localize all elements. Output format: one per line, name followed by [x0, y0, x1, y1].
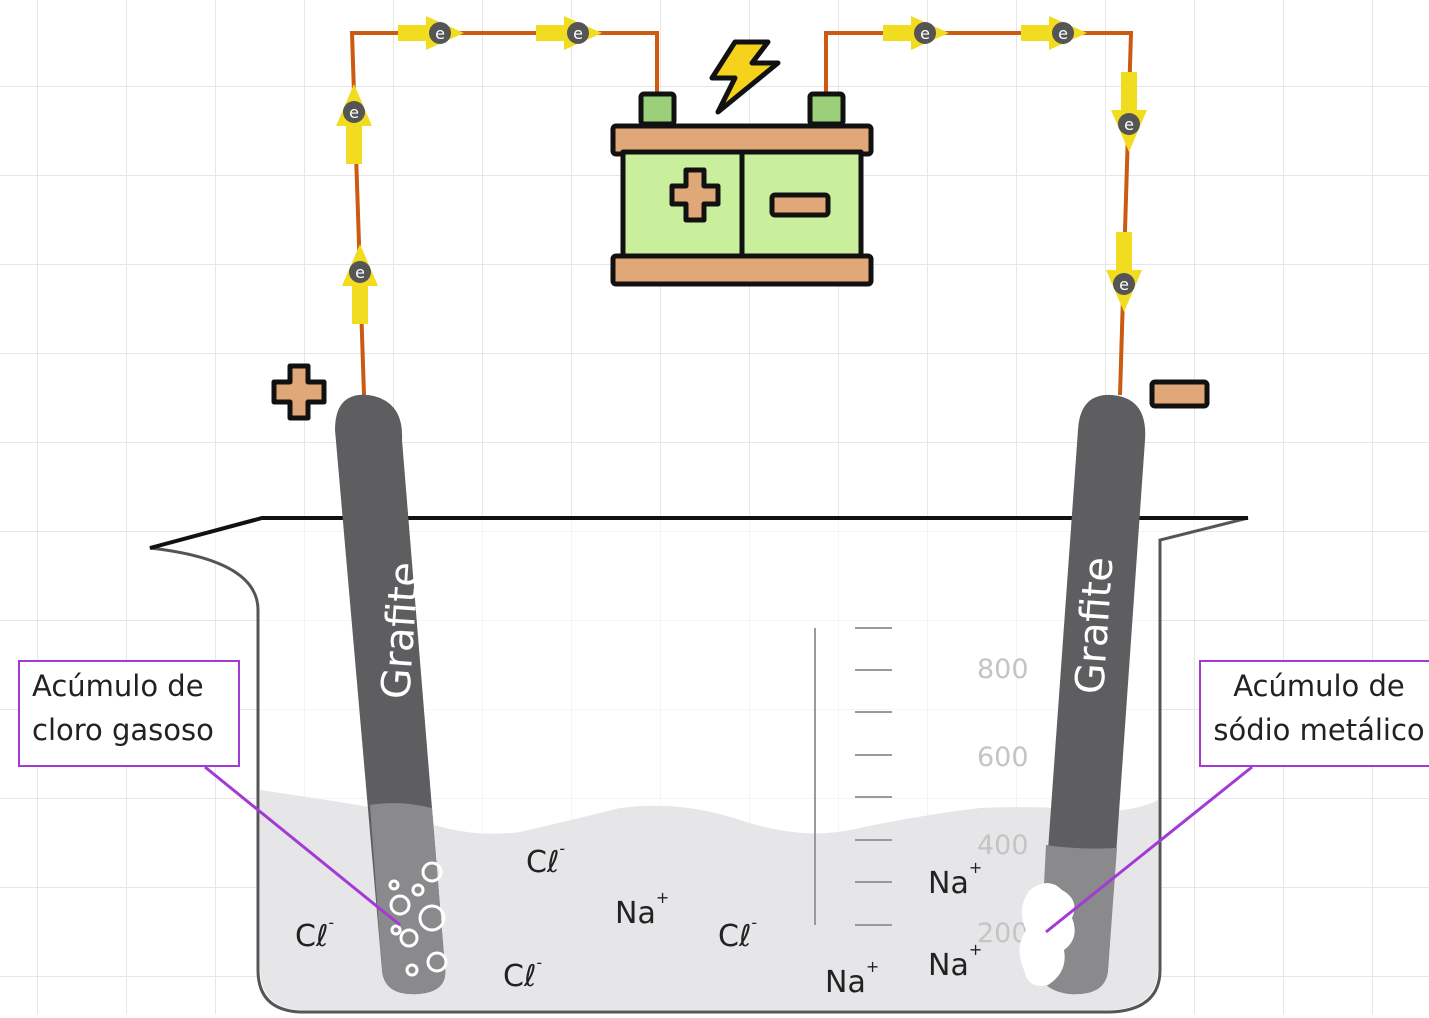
- callout-right-leader: [1045, 765, 1253, 934]
- svg-text:e: e: [920, 24, 930, 43]
- beaker-scale: [814, 627, 892, 926]
- ion-chloride: Cℓ-: [526, 839, 565, 880]
- electron-arrow: e: [342, 244, 378, 324]
- scale-label-400: 400: [977, 830, 1029, 861]
- circuit-wire: [349, 31, 1134, 396]
- chlorine-bubbles: [388, 861, 448, 977]
- nacl-solution: [260, 790, 1158, 1010]
- svg-text:e: e: [1119, 275, 1129, 294]
- svg-text:e: e: [355, 263, 365, 282]
- electron-arrow: e: [1111, 72, 1147, 152]
- callout-right-line2: sódio metálico: [1213, 713, 1425, 747]
- electron-arrow: e: [883, 16, 949, 50]
- callout-right-line1: Acúmulo de: [1233, 669, 1405, 703]
- callout-sodium-metal: Acúmulo de sódio metálico: [1199, 660, 1429, 767]
- ion-chloride: Cℓ-: [503, 953, 542, 994]
- ion-sodium: Na+: [825, 957, 879, 1000]
- electron-arrow: e: [1021, 16, 1087, 50]
- ions: Cℓ- Cℓ- Cℓ- Cℓ- Na+ Na+ Na+ Na+: [295, 839, 982, 1000]
- battery-plus-icon: [669, 167, 721, 223]
- sodium-deposit: [1019, 883, 1075, 986]
- electron-arrow: e: [398, 16, 464, 50]
- lightning-icon: [709, 39, 781, 115]
- scale-label-800: 800: [977, 654, 1029, 685]
- svg-text:e: e: [573, 24, 583, 43]
- cathode-minus-icon: [1149, 379, 1210, 409]
- electron-arrow: e: [336, 84, 372, 164]
- callout-left-leader: [204, 765, 401, 927]
- battery-icon: [610, 91, 874, 287]
- ion-chloride: Cℓ-: [295, 913, 334, 954]
- electron-arrow: e: [536, 16, 602, 50]
- scale-label-600: 600: [977, 742, 1029, 773]
- ion-chloride: Cℓ-: [718, 913, 757, 954]
- beaker-rim: [149, 516, 1248, 550]
- electron-arrows: e e e e e: [336, 16, 1147, 324]
- battery-minus-icon: [769, 192, 831, 218]
- svg-text:e: e: [349, 103, 359, 122]
- anode-label: Grafite: [373, 560, 428, 700]
- cathode-label: Grafite: [1067, 555, 1122, 695]
- anode-plus-icon: [271, 363, 327, 421]
- svg-text:e: e: [1124, 115, 1134, 134]
- ion-sodium: Na+: [615, 888, 669, 931]
- svg-text:e: e: [1058, 24, 1068, 43]
- callout-chlorine-gas: Acúmulo de cloro gasoso: [18, 660, 240, 767]
- callout-left-line1: Acúmulo de: [32, 669, 204, 703]
- electron-arrow: e: [1106, 232, 1142, 312]
- ion-sodium: Na+: [928, 940, 982, 983]
- svg-text:e: e: [435, 24, 445, 43]
- callout-left-line2: cloro gasoso: [32, 713, 214, 747]
- ion-sodium: Na+: [928, 858, 982, 901]
- scale-label-200: 200: [977, 918, 1029, 949]
- anode-electrode: Grafite: [335, 394, 448, 995]
- cathode-electrode: Grafite: [1019, 394, 1146, 995]
